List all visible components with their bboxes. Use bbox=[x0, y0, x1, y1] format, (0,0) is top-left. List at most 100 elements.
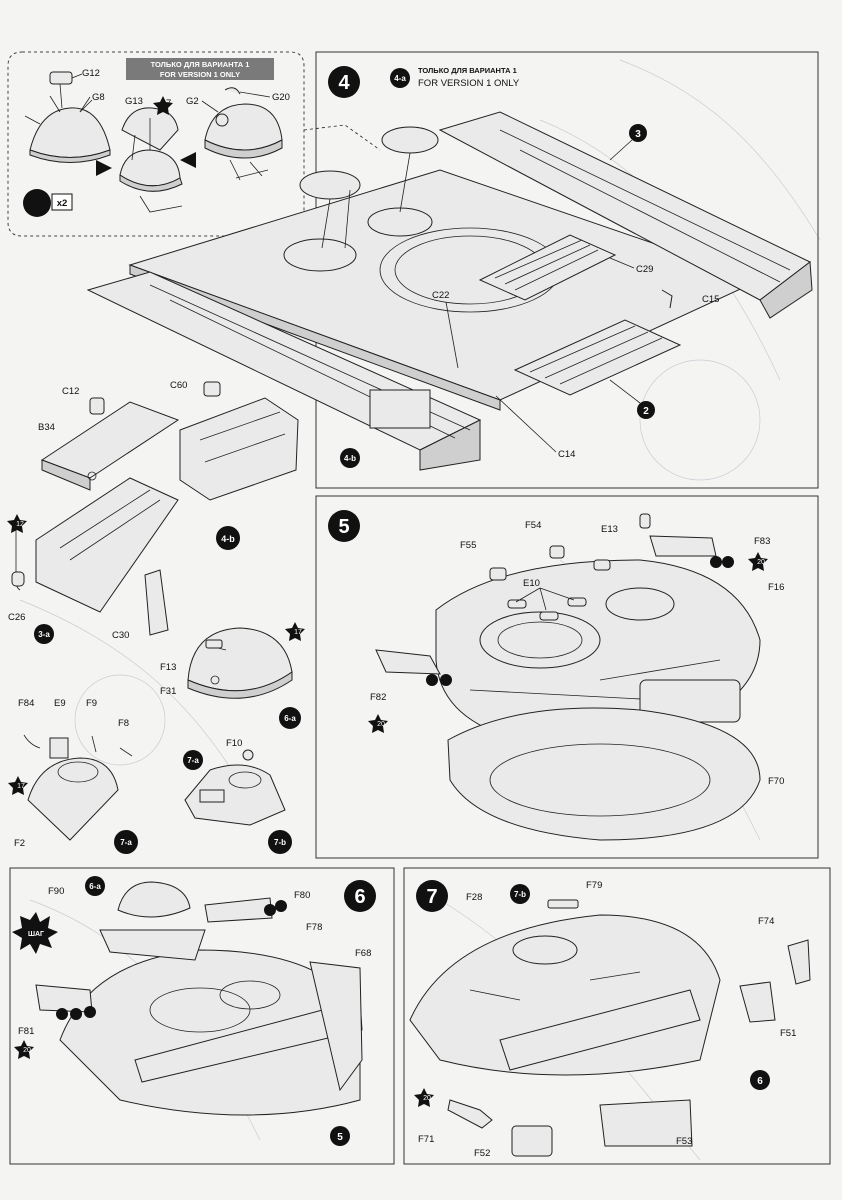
callout-20d: 20 bbox=[423, 1095, 431, 1102]
step-badge-4b: 4-b bbox=[221, 534, 235, 544]
step-4a-inset: ТОЛЬКО ДЛЯ ВАРИАНТА 1 FOR VERSION 1 ONLY… bbox=[7, 51, 381, 237]
subassembly-6a: 17 6-a bbox=[187, 622, 305, 729]
label-F53: F53 bbox=[676, 1136, 692, 1147]
label-C22: C22 bbox=[432, 290, 449, 301]
step-badge-7b: 7-b bbox=[274, 838, 286, 847]
label-F78: F78 bbox=[306, 922, 322, 933]
label-G8: G8 bbox=[92, 92, 105, 103]
label-C26: C26 bbox=[8, 612, 25, 623]
hatch-g2-g20 bbox=[204, 87, 283, 181]
step-6-number: 6 bbox=[354, 886, 365, 908]
step-6-panel: 6 6-a 20 ШАГ 5 bbox=[9, 867, 395, 1165]
callout-star-17b bbox=[285, 622, 305, 641]
label-F9: F9 bbox=[86, 698, 97, 709]
label-F74: F74 bbox=[758, 916, 774, 927]
step4-banner-ru: ТОЛЬКО ДЛЯ ВАРИАНТА 1 bbox=[418, 66, 517, 75]
hatches-top bbox=[299, 126, 439, 249]
fender-right: 3 bbox=[438, 111, 813, 319]
label-F79: F79 bbox=[586, 880, 602, 891]
label-E10: E10 bbox=[523, 578, 540, 589]
callout-12: 12 bbox=[16, 521, 24, 528]
grille-lower bbox=[513, 319, 682, 396]
label-G13: G13 bbox=[125, 96, 143, 107]
subassembly-7b: 7-a 7-b bbox=[183, 749, 292, 854]
step-5-number: 5 bbox=[338, 516, 349, 538]
step-5-frame bbox=[315, 495, 819, 859]
label-F2: F2 bbox=[14, 838, 25, 849]
label-F28: F28 bbox=[466, 892, 482, 903]
label-E9: E9 bbox=[54, 698, 66, 709]
step-badge-4a bbox=[23, 189, 51, 217]
label-C12: C12 bbox=[62, 386, 79, 397]
glue-callout: ШАГ bbox=[28, 931, 44, 938]
label-C29: C29 bbox=[636, 264, 653, 275]
step-ref-6: 6 bbox=[757, 1076, 763, 1087]
callout-17c: 17 bbox=[17, 783, 25, 790]
label-F83: F83 bbox=[754, 536, 770, 547]
arrow-icon bbox=[180, 152, 196, 168]
version-banner bbox=[126, 58, 274, 80]
step-ref-5: 5 bbox=[337, 1132, 343, 1143]
step-4a-text: 4-a bbox=[30, 199, 44, 210]
label-B34: B34 bbox=[38, 422, 55, 433]
step4-banner-en: FOR VERSION 1 ONLY bbox=[418, 78, 520, 89]
step-ref-2-text: 2 bbox=[643, 406, 649, 417]
subassembly-7a: 17 7-a bbox=[8, 734, 138, 854]
label-F13: F13 bbox=[160, 662, 176, 673]
label-F55: F55 bbox=[460, 540, 476, 551]
label-G20: G20 bbox=[272, 92, 290, 103]
step-7-number: 7 bbox=[426, 886, 437, 908]
label-F10: F10 bbox=[226, 738, 242, 749]
label-F82: F82 bbox=[370, 692, 386, 703]
label-C30: C30 bbox=[112, 630, 129, 641]
label-F71: F71 bbox=[418, 1134, 434, 1145]
label-F54: F54 bbox=[525, 520, 541, 531]
grille-c29 bbox=[478, 234, 617, 301]
label-F81: F81 bbox=[18, 1026, 34, 1037]
callout-20a: 20 bbox=[757, 559, 765, 566]
step-ref-3a: 3-a bbox=[38, 630, 50, 639]
label-G12: G12 bbox=[82, 68, 100, 79]
step-7-frame bbox=[403, 867, 831, 1165]
callout-20b: 20 bbox=[377, 721, 385, 728]
banner-en: FOR VERSION 1 ONLY bbox=[160, 70, 240, 79]
label-F52: F52 bbox=[474, 1148, 490, 1159]
step-7-panel: 7 7-b 20 6 bbox=[403, 867, 831, 1165]
fender-left bbox=[86, 271, 482, 471]
step-ref-7a: 7-a bbox=[187, 756, 199, 765]
label-F70: F70 bbox=[768, 776, 784, 787]
label-F80: F80 bbox=[294, 890, 310, 901]
callout-star-12 bbox=[7, 514, 27, 533]
label-C14: C14 bbox=[558, 449, 575, 460]
step-badge-7a: 7-a bbox=[120, 838, 132, 847]
hatch-g13 bbox=[119, 107, 183, 213]
callout-17: 17 bbox=[161, 98, 172, 109]
label-C15: C15 bbox=[702, 294, 719, 305]
step-badge-4 bbox=[328, 66, 360, 98]
label-G2: G2 bbox=[186, 96, 199, 107]
subassembly-4b: 4-b 3-a 12 bbox=[7, 381, 299, 644]
step-ref-3: 3 bbox=[635, 129, 641, 140]
label-F84: F84 bbox=[18, 698, 34, 709]
label-F68: F68 bbox=[355, 948, 371, 959]
callout-star-17 bbox=[153, 96, 173, 115]
step-ref-6a: 6-a bbox=[89, 882, 101, 891]
step-ref-4a-text: 4-a bbox=[394, 74, 406, 83]
multiplier-x2: x2 bbox=[57, 198, 68, 209]
label-F51: F51 bbox=[780, 1028, 796, 1039]
banner-ru: ТОЛЬКО ДЛЯ ВАРИАНТА 1 bbox=[151, 60, 250, 69]
callout-17b: 17 bbox=[294, 629, 302, 636]
step-4-panel: 4 ТОЛЬКО ДЛЯ ВАРИАНТА 1 FOR VERSION 1 ON… bbox=[86, 51, 819, 489]
step-ref-7b: 7-b bbox=[514, 890, 526, 899]
callout-star-17c bbox=[8, 776, 28, 795]
step-4-number: 4 bbox=[338, 72, 350, 94]
step-6-frame bbox=[9, 867, 395, 1165]
label-E13: E13 bbox=[601, 524, 618, 535]
step-5-panel: 5 20 20 bbox=[315, 495, 819, 859]
step-ref-4b bbox=[340, 448, 360, 468]
hatch-g8 bbox=[24, 71, 111, 163]
arrow-icon bbox=[96, 160, 112, 176]
step-ref-4b-text: 4-b bbox=[344, 454, 356, 463]
callout-20c: 20 bbox=[23, 1047, 31, 1054]
